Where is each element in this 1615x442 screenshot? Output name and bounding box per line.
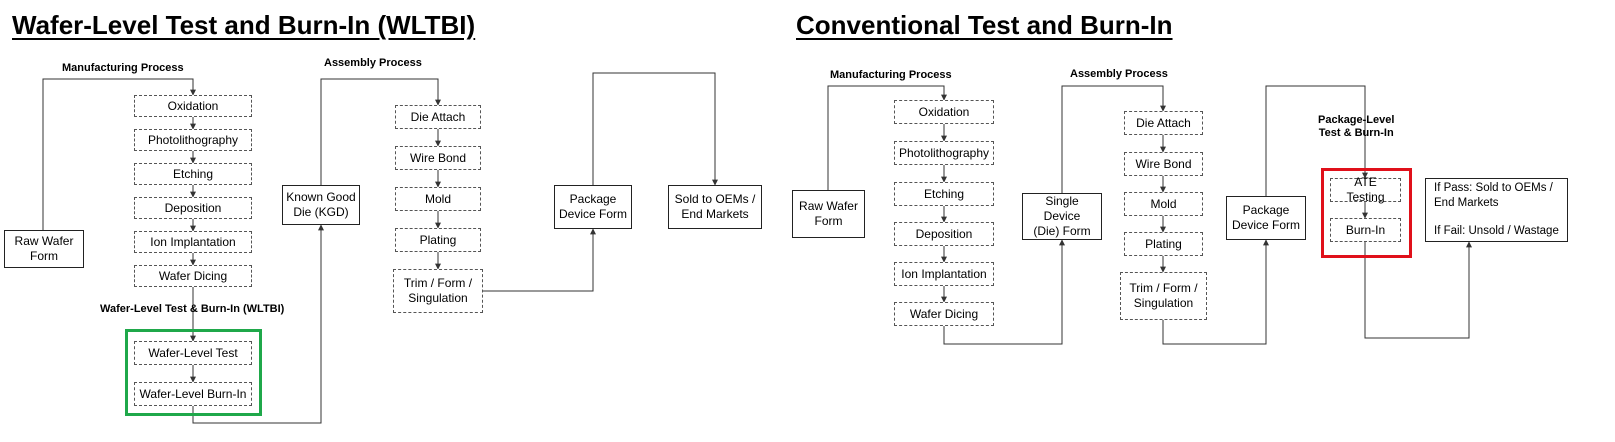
wltbi-step-wafer-level-burn-in: Wafer-Level Burn-In [134, 382, 252, 406]
conventional-step-burn-in: Burn-In [1330, 218, 1401, 242]
conventional-manufacturing-label: Manufacturing Process [830, 69, 952, 81]
connector-conv-single-device-to-die-attach [1061, 85, 1166, 193]
conventional-step-photolithography: Photolithography [894, 141, 994, 165]
wltbi-test-label: Wafer-Level Test & Burn-In (WLTBI) [100, 303, 285, 315]
conventional-step-oxidation: Oxidation [894, 100, 994, 124]
conventional-assembly-label: Assembly Process [1070, 68, 1168, 80]
connector-trim-to-package [483, 228, 596, 292]
wltbi-step-ion-implantation: Ion Implantation [134, 231, 252, 253]
conventional-single-device-box: Single Device (Die) Form [1022, 193, 1102, 240]
conventional-step-wire-bond: Wire Bond [1124, 152, 1203, 176]
conventional-step-die-attach: Die Attach [1124, 111, 1203, 135]
conventional-step-ate-testing: ATE Testing [1330, 175, 1401, 204]
conventional-step-plating: Plating [1124, 232, 1203, 256]
conventional-step-deposition: Deposition [894, 222, 994, 246]
conventional-title: Conventional Test and Burn-In [796, 10, 1173, 40]
wltbi-step-oxidation: Oxidation [134, 95, 252, 117]
wltbi-step-etching: Etching [134, 163, 252, 185]
conventional-step-ion-implantation: Ion Implantation [894, 262, 994, 286]
wltbi-raw-wafer-box: Raw Wafer Form [4, 230, 84, 268]
wltbi-title: Wafer-Level Test and Burn-In (WLTBI) [12, 10, 476, 40]
conventional-step-mold: Mold [1124, 192, 1203, 216]
wltbi-manufacturing-label: Manufacturing Process [62, 62, 184, 74]
wltbi-assembly-label: Assembly Process [324, 57, 422, 69]
connector-conv-raw-to-oxidation [827, 85, 947, 190]
wltbi-highlight-frame [125, 329, 262, 416]
wltbi-step-mold: Mold [395, 187, 481, 211]
connector-kgd-to-die-attach [320, 78, 441, 185]
connector-conv-burn-in-to-outcome [1364, 241, 1472, 339]
conventional-package-box: Package Device Form [1226, 196, 1306, 240]
conventional-raw-wafer-box: Raw Wafer Form [792, 190, 865, 238]
conventional-test-label: Package-Level Test & Burn-In [1318, 114, 1395, 140]
wltbi-step-deposition: Deposition [134, 197, 252, 219]
wltbi-step-wafer-dicing: Wafer Dicing [134, 265, 252, 287]
wltbi-step-die-attach: Die Attach [395, 105, 481, 129]
wltbi-sold-box: Sold to OEMs / End Markets [668, 185, 762, 229]
conventional-highlight-frame [1321, 168, 1412, 258]
connector-package-to-sold [592, 72, 718, 186]
connector-conv-package-to-ate [1265, 85, 1368, 196]
conventional-step-wafer-dicing: Wafer Dicing [894, 302, 994, 326]
conventional-step-etching: Etching [894, 182, 994, 206]
wltbi-step-photolithography: Photolithography [134, 129, 252, 151]
connector-raw-to-oxidation [42, 78, 196, 230]
wltbi-step-trim-form-singulation: Trim / Form / Singulation [393, 269, 483, 313]
wltbi-package-box: Package Device Form [554, 185, 632, 229]
wltbi-kgd-box: Known Good Die (KGD) [282, 185, 360, 225]
wltbi-step-wire-bond: Wire Bond [395, 146, 481, 170]
conventional-outcome-box: If Pass: Sold to OEMs / End Markets If F… [1425, 178, 1568, 242]
connector-conv-dicing-to-single-device [943, 239, 1065, 345]
connector-conv-trim-to-package [1162, 239, 1269, 345]
wltbi-step-plating: Plating [395, 228, 481, 252]
conventional-step-trim-form-singulation: Trim / Form / Singulation [1120, 272, 1207, 320]
wltbi-step-wafer-level-test: Wafer-Level Test [134, 341, 252, 365]
